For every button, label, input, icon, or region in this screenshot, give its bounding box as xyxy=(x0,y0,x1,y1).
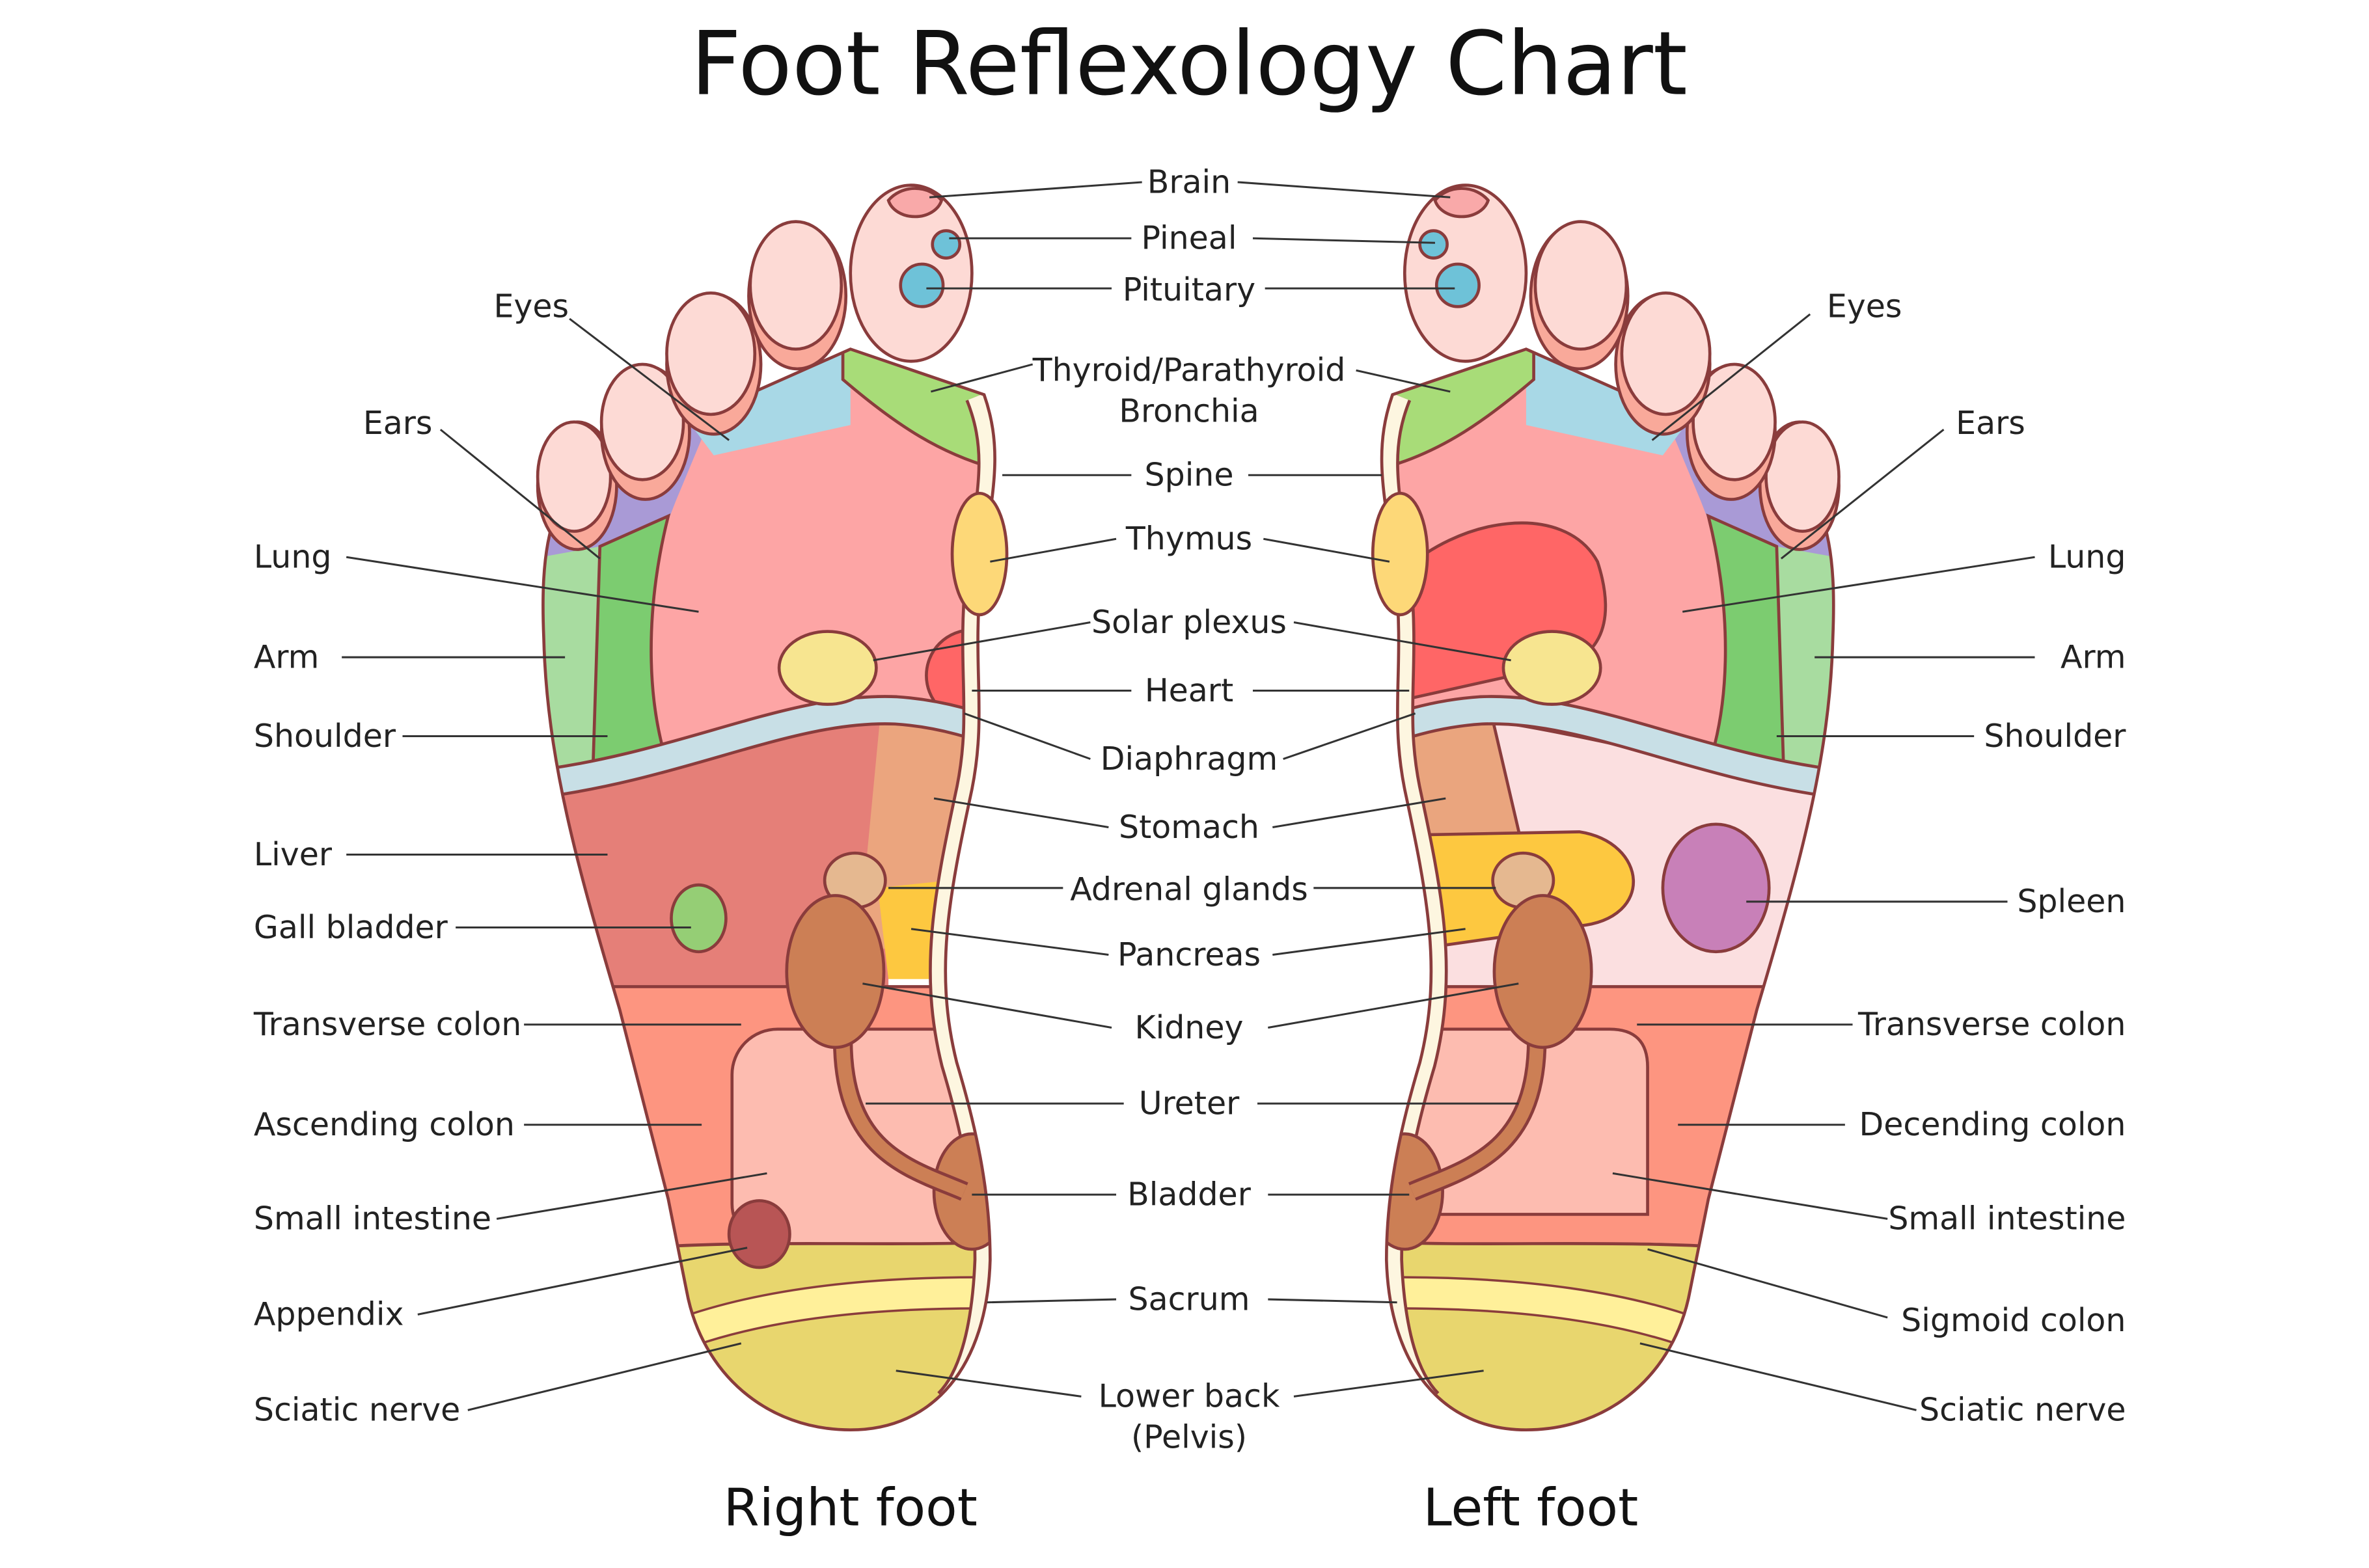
label-ears: Ears xyxy=(1956,405,2025,442)
label-small-intestine: Small intestine xyxy=(254,1200,491,1237)
thymus-zone xyxy=(1371,491,1429,617)
solar-plexus-zone xyxy=(777,630,878,706)
label-transverse-colon: Transverse colon xyxy=(253,1006,521,1043)
ureter-zone xyxy=(1409,1040,1544,1198)
label-pancreas: Pancreas xyxy=(1117,936,1261,973)
label-small-intestine: Small intestine xyxy=(1888,1200,2126,1237)
appendix-zone xyxy=(727,1199,791,1269)
label-kidney: Kidney xyxy=(1134,1009,1243,1046)
ureter-zone xyxy=(836,1040,967,1198)
kidney-zone xyxy=(785,894,886,1049)
label-lung: Lung xyxy=(2048,539,2126,576)
label-descending-colon: Decending colon xyxy=(1859,1106,2126,1143)
pituitary-zone xyxy=(1434,262,1481,308)
center-labels: Brain Pineal Pituitary Thyroid/Parathyro… xyxy=(1032,163,1346,1455)
label-stomach: Stomach xyxy=(1119,809,1259,846)
label-shoulder: Shoulder xyxy=(254,718,396,755)
spleen-zone xyxy=(1661,822,1771,954)
label-spleen: Spleen xyxy=(2017,883,2126,920)
label-ureter: Ureter xyxy=(1139,1085,1240,1122)
kidney-zone xyxy=(1492,894,1593,1049)
label-pituitary: Pituitary xyxy=(1123,271,1255,308)
label-ascending-colon: Ascending colon xyxy=(254,1106,515,1143)
label-thyroid: Thyroid/Parathyroid xyxy=(1032,352,1346,389)
label-eyes: Eyes xyxy=(1827,288,1902,325)
label-sigmoid-colon: Sigmoid colon xyxy=(1901,1302,2126,1339)
label-lung: Lung xyxy=(254,539,332,576)
label-sacrum: Sacrum xyxy=(1129,1280,1250,1318)
label-bronchia: Bronchia xyxy=(1119,393,1259,430)
gall-bladder-zone xyxy=(670,883,728,954)
thymus-zone xyxy=(950,491,1009,617)
label-gall-bladder: Gall bladder xyxy=(254,909,448,946)
label-brain: Brain xyxy=(1147,163,1231,200)
right-foot xyxy=(516,185,1009,1457)
caption-right-foot: Right foot xyxy=(724,1478,978,1538)
left-foot-labels: Eyes Ears Lung Arm Shoulder Spleen Trans… xyxy=(1827,288,2126,1429)
label-arm: Arm xyxy=(2061,639,2126,676)
label-thymus: Thymus xyxy=(1125,520,1252,558)
label-pineal: Pineal xyxy=(1142,220,1237,257)
page-title: Foot Reflexology Chart xyxy=(691,12,1688,115)
right-foot-labels: Eyes Ears Lung Arm Shoulder Liver Gall b… xyxy=(253,288,569,1429)
leader-lines xyxy=(342,181,2035,1411)
pineal-zone xyxy=(931,229,962,260)
label-sciatic-nerve: Sciatic nerve xyxy=(1919,1392,2126,1429)
label-bladder: Bladder xyxy=(1127,1176,1252,1213)
label-spine: Spine xyxy=(1145,457,1234,494)
label-eyes: Eyes xyxy=(493,288,569,325)
caption-left-foot: Left foot xyxy=(1423,1478,1639,1538)
label-adrenal: Adrenal glands xyxy=(1070,871,1308,908)
label-liver: Liver xyxy=(254,836,333,873)
pineal-zone xyxy=(1418,229,1449,260)
label-ears: Ears xyxy=(363,405,433,442)
label-sciatic-nerve: Sciatic nerve xyxy=(254,1392,460,1429)
label-diaphragm: Diaphragm xyxy=(1101,740,1278,777)
solar-plexus-zone xyxy=(1501,630,1602,706)
pituitary-zone xyxy=(899,262,945,308)
label-heart: Heart xyxy=(1145,672,1233,709)
label-arm: Arm xyxy=(254,639,320,676)
left-foot xyxy=(1371,185,1860,1457)
label-lower-back: Lower back xyxy=(1099,1378,1280,1415)
label-shoulder: Shoulder xyxy=(1984,718,2126,755)
label-transverse-colon: Transverse colon xyxy=(1857,1006,2126,1043)
label-appendix: Appendix xyxy=(254,1296,404,1333)
label-solar-plexus: Solar plexus xyxy=(1091,604,1287,641)
label-pelvis: (Pelvis) xyxy=(1131,1419,1247,1456)
